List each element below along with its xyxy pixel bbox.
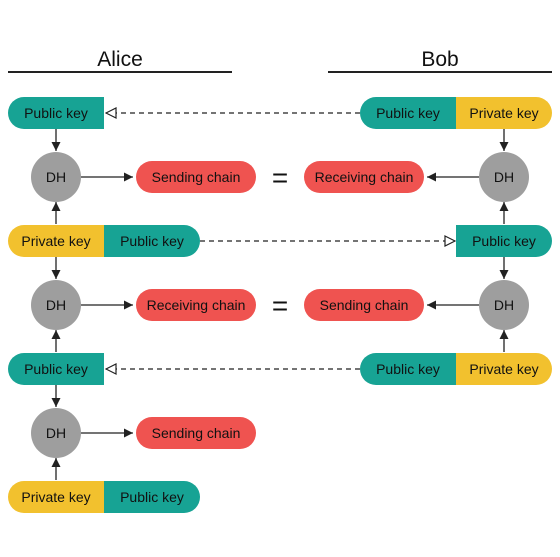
bob-sending-chain-label: Sending chain [320, 297, 409, 313]
alice-public-key-3: Public key [8, 353, 104, 385]
bob-public-key-2: Public key [456, 225, 552, 257]
alice-key-pair-2: Private key Public key [8, 481, 200, 513]
bob-public-key-1-label: Public key [376, 105, 440, 121]
bob-public-key-2-label: Public key [472, 233, 536, 249]
alice-dh-3: DH [31, 408, 81, 458]
bob-dh-2-label: DH [494, 297, 514, 313]
bob-public-key-3-label: Public key [376, 361, 440, 377]
alice-private-key-1-label: Private key [21, 233, 90, 249]
alice-receiving-chain-label: Receiving chain [147, 297, 246, 313]
bob-private-key-2-label: Private key [469, 361, 538, 377]
alice-sending-chain-2-label: Sending chain [152, 425, 241, 441]
alice-private-key-2-label: Private key [21, 489, 90, 505]
equals-sign-2: = [272, 290, 288, 321]
connectors [51, 113, 509, 480]
alice-dh-2-label: DH [46, 297, 66, 313]
bob-dh-1: DH [479, 152, 529, 202]
bob-key-pair-1: Public key Private key [360, 97, 552, 129]
alice-receiving-chain: Receiving chain [136, 289, 256, 321]
alice-dh-2: DH [31, 280, 81, 330]
alice-public-key-2-label: Public key [120, 233, 184, 249]
bob-private-key-1-label: Private key [469, 105, 538, 121]
alice-public-key-1: Public key [8, 97, 104, 129]
alice-public-key-4-label: Public key [120, 489, 184, 505]
alice-public-key-1-label: Public key [24, 105, 88, 121]
alice-public-key-3-label: Public key [24, 361, 88, 377]
alice-dh-3-label: DH [46, 425, 66, 441]
bob-key-pair-2: Public key Private key [360, 353, 552, 385]
bob-dh-2: DH [479, 280, 529, 330]
alice-key-pair-1: Private key Public key [8, 225, 200, 257]
alice-dh-1-label: DH [46, 169, 66, 185]
alice-dh-1: DH [31, 152, 81, 202]
bob-receiving-chain: Receiving chain [304, 161, 424, 193]
alice-header: Alice [97, 48, 143, 71]
equals-sign-1: = [272, 162, 288, 193]
alice-sending-chain-1: Sending chain [136, 161, 256, 193]
alice-sending-chain-1-label: Sending chain [152, 169, 241, 185]
alice-sending-chain-2: Sending chain [136, 417, 256, 449]
bob-receiving-chain-label: Receiving chain [315, 169, 414, 185]
bob-header: Bob [421, 48, 458, 71]
bob-dh-1-label: DH [494, 169, 514, 185]
bob-sending-chain: Sending chain [304, 289, 424, 321]
